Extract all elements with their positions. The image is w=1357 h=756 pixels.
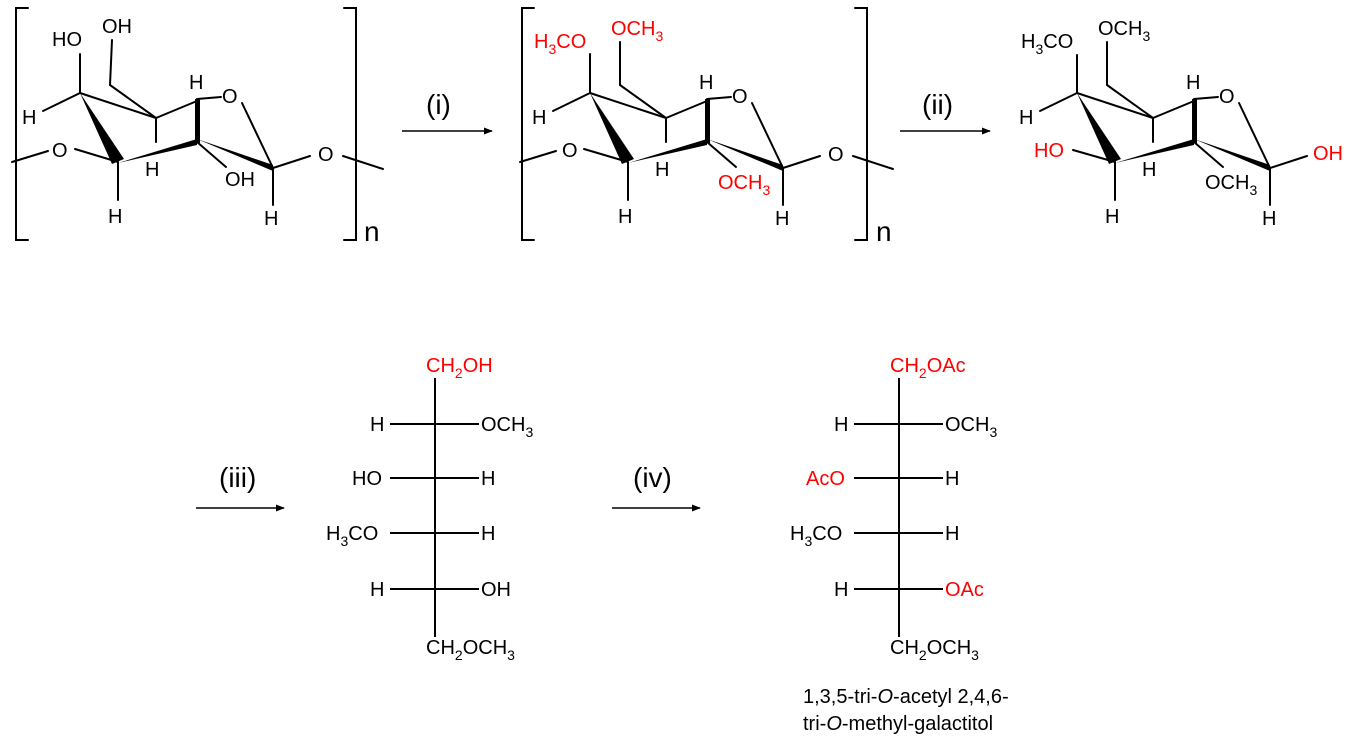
atom-OCH3: OCH3	[1098, 18, 1150, 44]
atom-O: O	[732, 86, 748, 108]
atom-H: H	[618, 206, 632, 228]
reaction-arrow-i: (i)	[402, 89, 493, 135]
product-name-caption: 1,3,5-tri-O-acetyl 2,4,6- tri-O-methyl-g…	[803, 684, 1009, 738]
atom-H: H	[370, 579, 384, 601]
atom-O: O	[52, 140, 68, 162]
step-label-iii: (iii)	[219, 462, 256, 493]
atom-OCH3: OCH3	[945, 414, 997, 440]
atom-O: O	[1219, 86, 1235, 108]
atom-H: H	[264, 208, 278, 230]
atom-OCH3: OCH3	[481, 414, 533, 440]
atom-H: H	[481, 523, 495, 545]
partially-methylated-alditol-acetate: CH2OAc H OCH3 AcO H H3CO H H OAc CH2OCH3	[790, 355, 997, 663]
bond-lines	[854, 378, 943, 637]
atom-CH2OAc: CH2OAc	[890, 355, 966, 381]
reaction-arrow-iv: (iv)	[612, 462, 701, 512]
atom-OCH3: OCH3	[718, 172, 770, 198]
atom-H: H	[22, 107, 36, 129]
methylated-alditol-fischer: CH2OH H OCH3 HO H H3CO H H OH CH2OCH3	[326, 355, 533, 663]
bond-lines	[1039, 41, 1308, 206]
atom-H: H	[370, 414, 384, 436]
atom-OH: OH	[481, 579, 511, 601]
atom-OH: OH	[102, 16, 132, 38]
atom-H: H	[1262, 208, 1276, 230]
repeat-subscript: n	[364, 216, 380, 247]
atom-OCH3: OCH3	[1205, 172, 1257, 198]
methylated-galactose-monomer: H3CO OCH3 H H O HO H OCH3 OH H H	[1019, 18, 1343, 230]
wedge-bonds	[80, 93, 273, 171]
wedge-bonds	[1077, 93, 1270, 171]
atom-O: O	[318, 144, 334, 166]
atom-H: H	[189, 72, 203, 94]
atom-H: H	[655, 159, 669, 181]
wedge-bonds	[590, 93, 783, 171]
atom-OAc: OAc	[945, 579, 984, 601]
atom-H: H	[108, 206, 122, 228]
atom-H: H	[1019, 107, 1033, 129]
atom-H3CO: H3CO	[326, 523, 378, 549]
step-label-ii: (ii)	[922, 89, 953, 120]
atom-H: H	[145, 159, 159, 181]
atom-O: O	[562, 140, 578, 162]
atom-H: H	[1105, 206, 1119, 228]
atom-H: H	[481, 468, 495, 490]
atom-H: H	[1186, 72, 1200, 94]
atom-CH2OH: CH2OH	[426, 355, 493, 381]
atom-H3CO: H3CO	[1021, 31, 1073, 57]
reaction-arrow-ii: (ii)	[900, 89, 991, 135]
atom-H: H	[1142, 159, 1156, 181]
atom-OH: OH	[1313, 143, 1343, 165]
caption-line-2: tri-O-methyl-galactitol	[803, 713, 994, 735]
atom-AcO: AcO	[806, 468, 845, 490]
atom-H: H	[532, 107, 546, 129]
atom-H: H	[945, 468, 959, 490]
atom-H: H	[699, 72, 713, 94]
atom-H3CO: H3CO	[534, 31, 586, 57]
atom-labels: H3CO OCH3 H H O O H OCH3 O H H n	[532, 18, 892, 247]
atom-labels: HO OH H H O O H OH O H H n	[22, 16, 380, 247]
atom-H: H	[945, 523, 959, 545]
methylated-polysaccharide: H3CO OCH3 H H O O H OCH3 O H H n	[519, 7, 894, 247]
atom-O: O	[828, 144, 844, 166]
repeat-subscript: n	[876, 216, 892, 247]
atom-H3CO: H3CO	[790, 523, 842, 549]
atom-OH: OH	[225, 169, 255, 191]
atom-HO: HO	[1034, 140, 1064, 162]
atom-CH2OCH3: CH2OCH3	[426, 637, 515, 663]
step-label-i: (i)	[426, 89, 451, 120]
atom-H: H	[834, 414, 848, 436]
atom-labels: H3CO OCH3 H H O HO H OCH3 OH H H	[1019, 18, 1343, 230]
atom-labels: CH2OH H OCH3 HO H H3CO H H OH CH2OCH3	[326, 355, 533, 663]
atom-CH2OCH3: CH2OCH3	[890, 637, 979, 663]
atom-HO: HO	[352, 468, 382, 490]
atom-OCH3: OCH3	[611, 18, 663, 44]
reaction-arrow-iii: (iii)	[196, 462, 285, 512]
atom-O: O	[222, 86, 238, 108]
atom-HO: HO	[52, 29, 82, 51]
step-label-iv: (iv)	[633, 462, 672, 493]
atom-H: H	[775, 208, 789, 230]
atom-labels: CH2OAc H OCH3 AcO H H3CO H H OAc CH2OCH3	[790, 355, 997, 663]
caption-line-1: 1,3,5-tri-O-acetyl 2,4,6-	[803, 686, 1009, 708]
bond-lines	[11, 7, 384, 241]
polysaccharide-repeat-unit: HO OH H H O O H OH O H H n	[11, 7, 384, 247]
atom-H: H	[834, 579, 848, 601]
bond-lines	[390, 378, 479, 637]
